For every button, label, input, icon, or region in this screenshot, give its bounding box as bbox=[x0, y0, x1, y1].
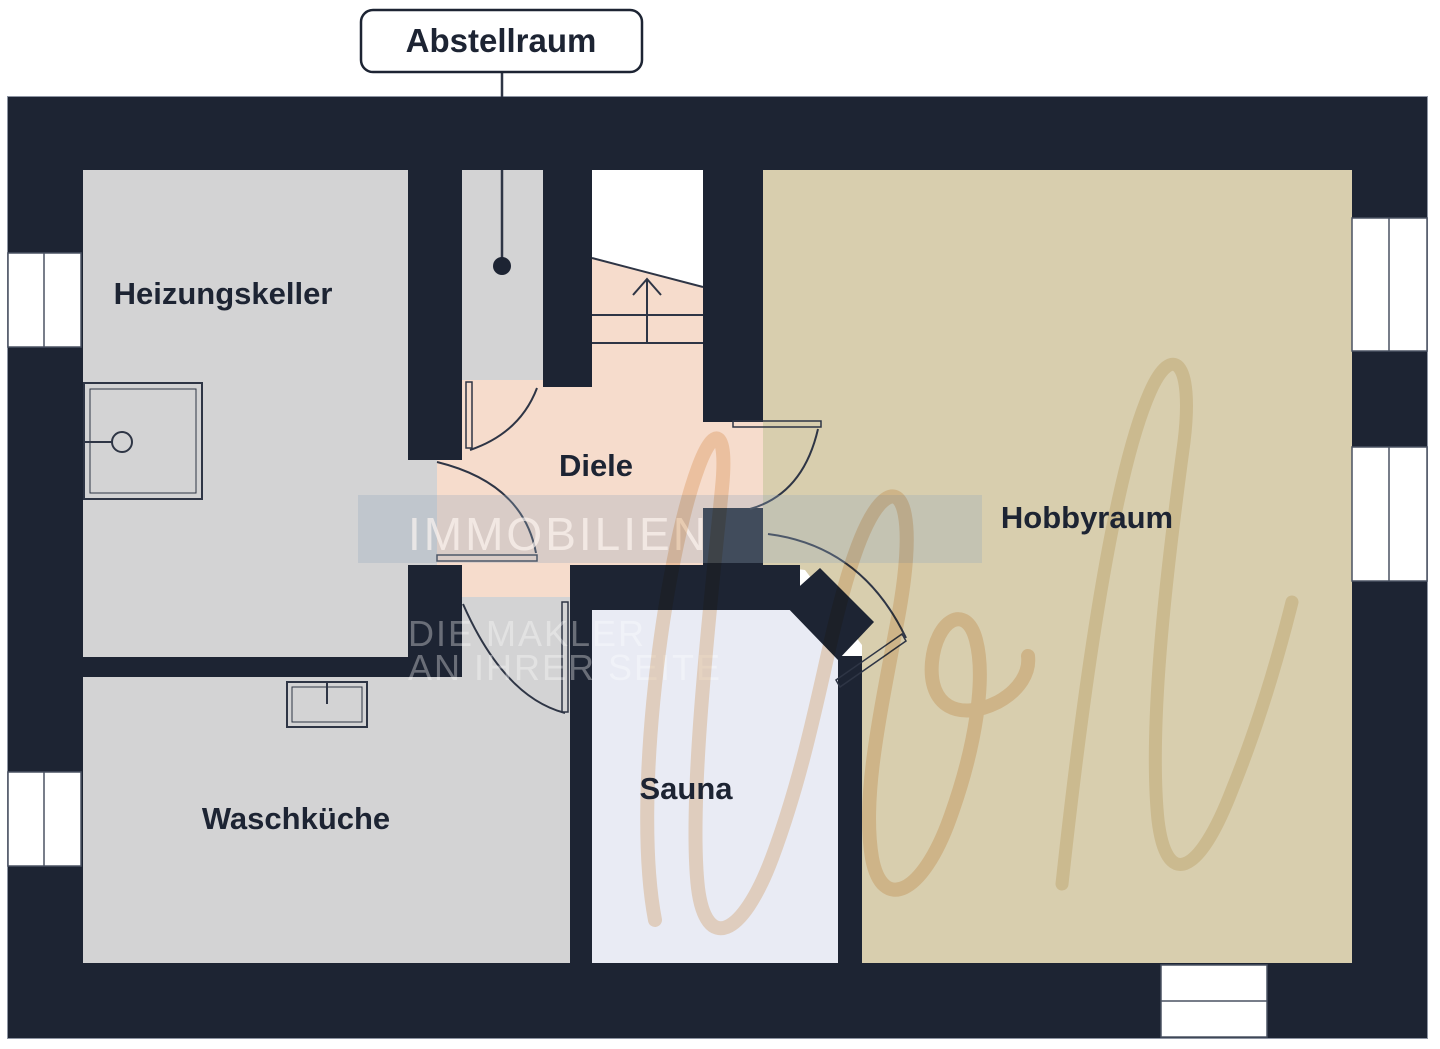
watermark-tagline-2: AN IHRER SEITE bbox=[408, 647, 722, 688]
stairs bbox=[591, 257, 704, 344]
stairwell-void bbox=[592, 170, 703, 287]
callout-abstellraum: Abstellraum bbox=[359, 8, 644, 74]
door-abstellraum bbox=[465, 381, 538, 451]
boiler-fixture bbox=[83, 382, 203, 500]
room-hobbyraum bbox=[763, 170, 1352, 963]
label-hobbyraum: Hobbyraum bbox=[1001, 500, 1173, 535]
watermark-band-text: IMMOBILIEN bbox=[408, 508, 709, 560]
window-right-top bbox=[1351, 217, 1428, 352]
signature-faint-stroke bbox=[1055, 357, 1299, 891]
door-heizungskeller bbox=[436, 461, 538, 562]
label-waschkueche: Waschküche bbox=[202, 801, 390, 836]
signature-watermark bbox=[640, 357, 1299, 936]
window-bottom bbox=[1160, 964, 1268, 1038]
stairs-cut-line bbox=[591, 257, 704, 288]
watermark-tagline-1: DIE MAKLER bbox=[408, 613, 646, 654]
window-left-top bbox=[7, 252, 82, 348]
room-heizungskeller bbox=[83, 170, 437, 657]
room-waschkueche bbox=[83, 597, 570, 963]
label-sauna: Sauna bbox=[639, 771, 733, 806]
stairs-up-arrow bbox=[632, 277, 662, 296]
door-waschkueche bbox=[462, 601, 569, 714]
windows bbox=[7, 217, 1428, 1038]
door-hobbyraum bbox=[732, 420, 822, 510]
callout-box bbox=[359, 8, 644, 74]
callout-label: Abstellraum bbox=[406, 22, 597, 59]
signature-main-stroke bbox=[640, 431, 1036, 936]
sink-fixture bbox=[286, 681, 368, 728]
label-heizungskeller: Heizungskeller bbox=[114, 276, 333, 311]
window-right-bottom bbox=[1351, 446, 1428, 582]
window-left-bottom bbox=[7, 771, 82, 867]
sauna-bevel-wall bbox=[782, 568, 874, 660]
label-diele: Diele bbox=[559, 448, 633, 483]
callout-pointer-dot bbox=[493, 257, 511, 275]
